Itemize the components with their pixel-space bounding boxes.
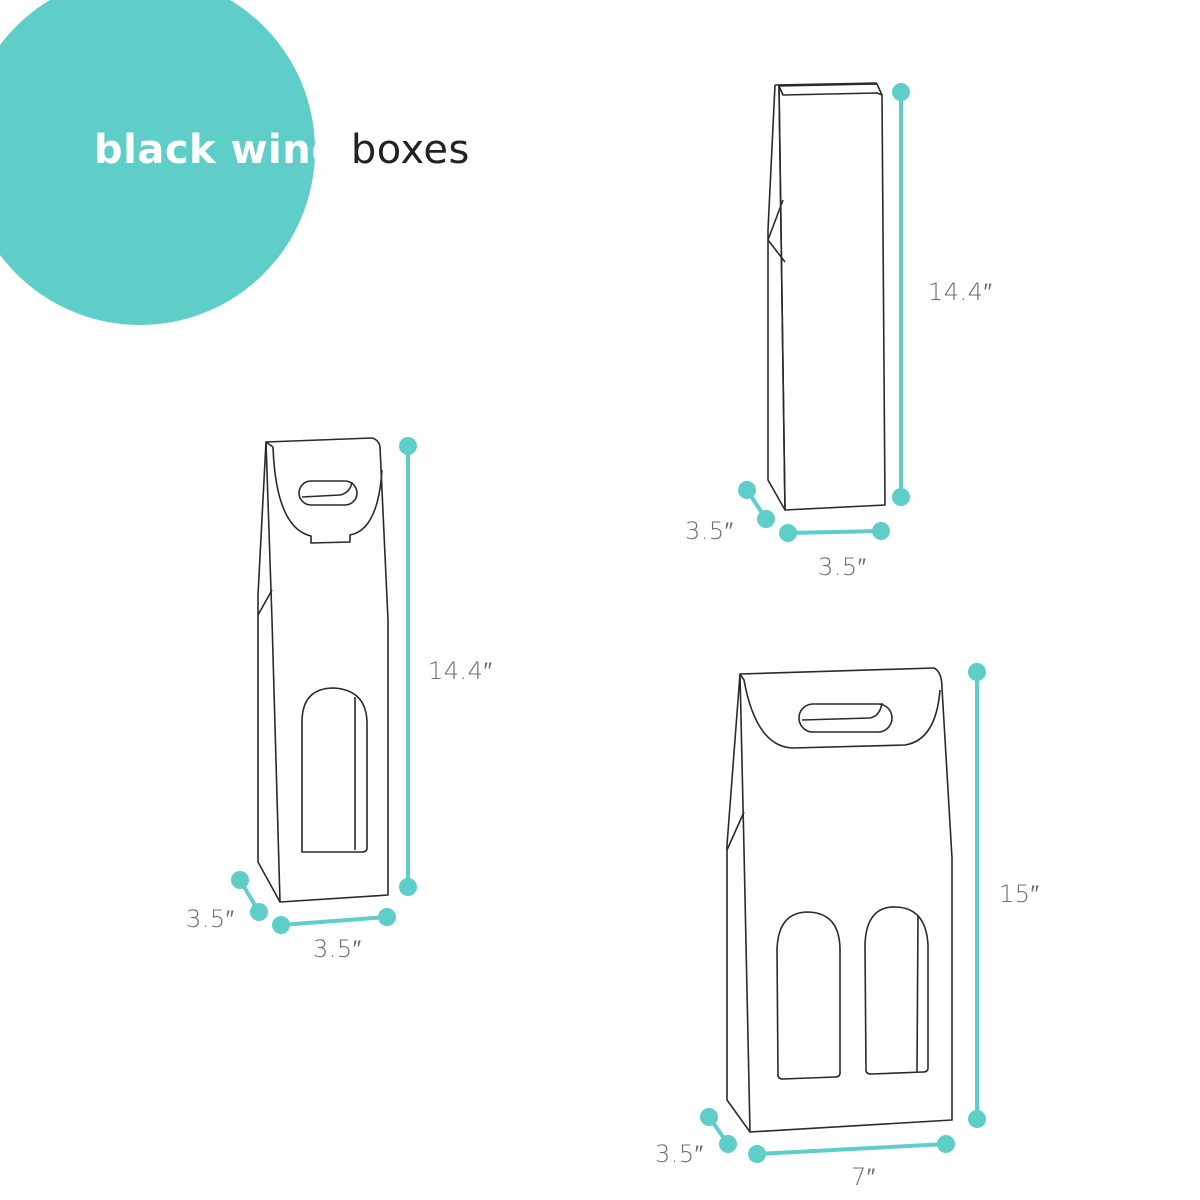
box1-height-label: 14.4″ (928, 278, 993, 306)
box-plain-drawing (767, 82, 886, 511)
title-highlight: black wine (94, 127, 339, 173)
accent-circle (0, 0, 315, 325)
box2-height-label: 14.4″ (428, 657, 493, 685)
box3-height-label: 15″ (999, 880, 1040, 908)
dimension-lines (231, 83, 986, 1163)
box2-width-label: 3.5″ (313, 935, 362, 963)
box3-width-label: 7″ (851, 1163, 876, 1191)
box1-width-label: 3.5″ (818, 553, 867, 581)
title-rest: boxes (350, 127, 470, 173)
box-double-window-drawing (726, 667, 953, 1133)
box2-depth-label: 3.5″ (186, 905, 235, 933)
box1-depth-label: 3.5″ (685, 517, 734, 545)
box-single-window-drawing (257, 437, 389, 903)
box3-depth-label: 3.5″ (655, 1140, 704, 1168)
